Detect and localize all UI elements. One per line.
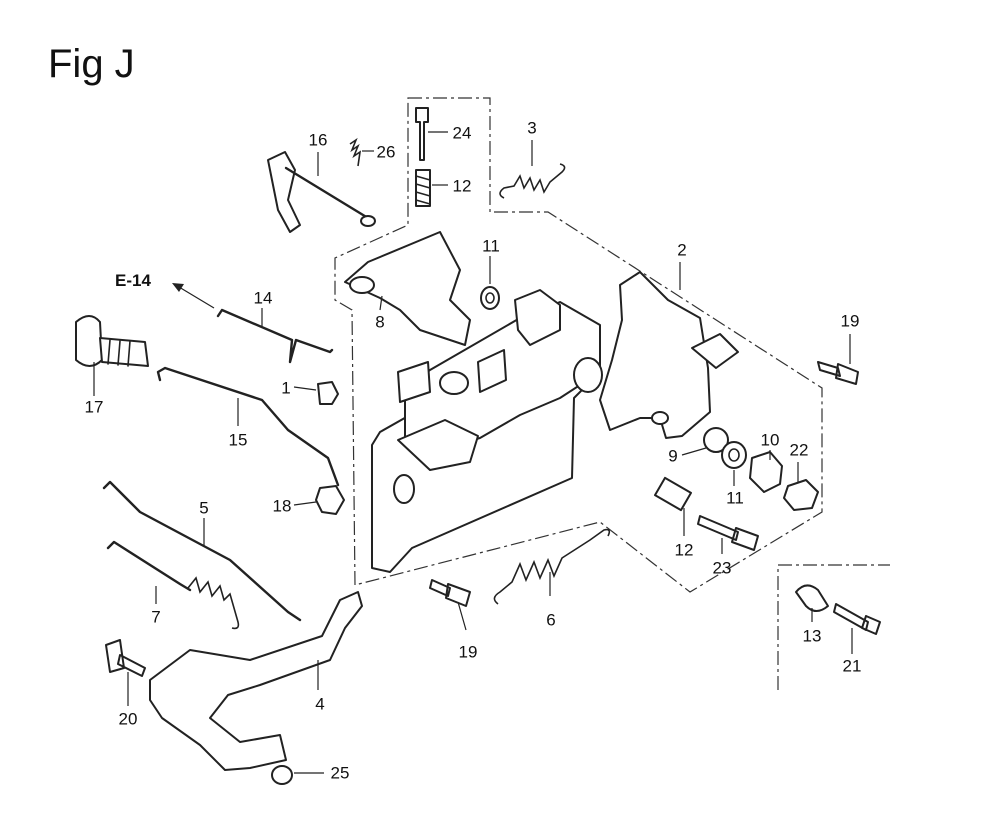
nut-1-part — [317, 381, 339, 405]
assembly-boundary — [334, 97, 823, 593]
callout-22: 22 — [789, 440, 809, 460]
callout-12-lower: 12 — [674, 540, 694, 560]
callout-26: 26 — [376, 142, 396, 162]
callout-14: 14 — [253, 288, 273, 308]
callout-25: 25 — [330, 763, 350, 783]
callout-1: 1 — [281, 378, 291, 398]
bolt-21-part — [833, 603, 881, 635]
spring-3-part — [499, 163, 566, 199]
bolt-19-lower-part — [429, 579, 471, 607]
callout-3: 3 — [527, 118, 537, 138]
sub-assembly-boundary — [777, 564, 890, 690]
callout-11-upper: 11 — [482, 236, 500, 256]
nut-22-part — [783, 479, 819, 511]
callout-19-lower: 19 — [458, 642, 478, 662]
callout-7: 7 — [151, 607, 161, 627]
callout-23: 23 — [712, 558, 732, 578]
callout-4: 4 — [315, 694, 325, 714]
choke-lever-part — [267, 151, 376, 233]
nut-18-part — [315, 485, 345, 515]
callout-13: 13 — [802, 626, 822, 646]
bolt-20-part — [105, 639, 146, 677]
leader-lines — [93, 131, 853, 774]
rod-14-part — [216, 308, 334, 364]
bolt-24-part — [415, 107, 429, 161]
bolt-23-part — [697, 515, 759, 551]
collar-13-part — [795, 584, 829, 612]
knob-part — [75, 315, 149, 367]
rod-15-part — [156, 366, 340, 487]
callout-19-right: 19 — [840, 311, 860, 331]
callout-15: 15 — [228, 430, 248, 450]
washer-9-part — [703, 427, 729, 453]
callout-21: 21 — [842, 656, 862, 676]
callout-8: 8 — [375, 312, 385, 332]
nut-25-part — [271, 765, 293, 785]
bracket-part — [514, 271, 739, 439]
callout-18: 18 — [272, 496, 292, 516]
control-plate-part — [344, 231, 603, 573]
callout-2: 2 — [677, 240, 687, 260]
washer-11-lower-part — [721, 441, 747, 469]
callout-5: 5 — [199, 498, 209, 518]
callout-17: 17 — [84, 397, 104, 417]
callout-16: 16 — [308, 130, 328, 150]
nut-10-part — [749, 451, 783, 493]
spring-7-part — [187, 576, 240, 630]
spring-6-part — [493, 528, 611, 605]
reference-label: E-14 — [115, 271, 151, 290]
callout-24: 24 — [452, 123, 472, 143]
rod-5-part — [102, 480, 302, 622]
reference-arrow — [172, 283, 215, 309]
callout-12-upper: 12 — [452, 176, 472, 196]
pin-26-part — [349, 137, 362, 167]
figure-title: Fig J — [48, 42, 135, 86]
callout-10: 10 — [760, 430, 780, 450]
bolt-19-right-part — [817, 361, 859, 385]
callout-9: 9 — [668, 446, 678, 466]
governor-arm-part — [149, 591, 363, 771]
callout-11-lower: 11 — [726, 488, 744, 508]
callout-6: 6 — [546, 610, 556, 630]
callout-20: 20 — [118, 709, 138, 729]
spring-12-lower-part — [654, 476, 692, 512]
washer-11-upper-part — [480, 286, 500, 310]
rod-7-part — [106, 540, 192, 592]
